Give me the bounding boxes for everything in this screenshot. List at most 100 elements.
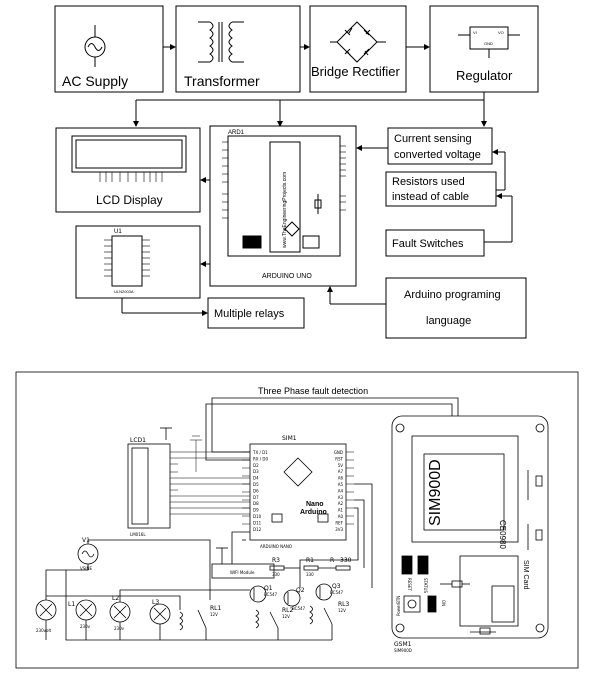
- nano-pin-right-label: 5V: [338, 463, 344, 468]
- reset-button[interactable]: [401, 555, 413, 575]
- relay-rl3-rating: 12V: [338, 608, 346, 613]
- relay-driver-ref: U1: [114, 229, 122, 235]
- schematic-title: Three Phase fault detection: [258, 386, 368, 396]
- power-label: PowerBTN: [396, 596, 401, 616]
- transistor-q2: [283, 589, 301, 607]
- nano-label-2: Arduino: [300, 509, 327, 516]
- nano-pin-right-label: REF: [335, 520, 343, 525]
- resistor-r3: [269, 565, 285, 571]
- arduino-uno-block: [209, 125, 357, 287]
- sim900d-chip: [411, 435, 519, 543]
- arduino-prog-text-2: language: [426, 315, 471, 327]
- lamp-l2: [109, 601, 131, 623]
- transistor-q3: [315, 583, 333, 601]
- current-sensing-text-2: converted voltage: [394, 149, 481, 161]
- v1-ref: V1: [82, 537, 90, 544]
- relay-rl2: [255, 609, 279, 640]
- relay-rl1-ref: RL1: [210, 605, 222, 612]
- ce-mark-label: CE0980: [498, 520, 507, 549]
- ac-supply-label: AC Supply: [62, 73, 128, 89]
- block-diagram: [54, 5, 539, 339]
- schematic-frame: [15, 371, 579, 669]
- resistors-text-2: instead of cable: [392, 191, 469, 203]
- lamp-left-rating: 230volt: [36, 628, 52, 633]
- nano-pin-left-label: D6: [253, 488, 259, 493]
- sim-card-label: SIM Card: [522, 560, 529, 590]
- nano-pin-right-label: A0: [338, 514, 344, 519]
- nano-pin-left-label: D5: [253, 482, 259, 487]
- resistors-block: [385, 171, 497, 207]
- lamp-l2-rating: 230v: [114, 626, 125, 631]
- transistor-q1-part: BC547: [264, 592, 278, 597]
- transistor-q3-part: BC547: [330, 590, 344, 595]
- lcd1-ref: LCD1: [130, 437, 146, 444]
- relay-rl3-ref: RL3: [338, 601, 350, 608]
- lcd-display-block: [55, 127, 201, 213]
- status-led: [417, 555, 429, 575]
- power-button[interactable]: [403, 595, 421, 613]
- resistor-r1: [303, 565, 319, 571]
- fault-switches-label: Fault Switches: [392, 238, 464, 250]
- nano-pin-right-label: GND: [334, 450, 343, 455]
- bridge-rectifier-label: Bridge Rectifier: [311, 64, 401, 79]
- gsm-part: SIM900D: [394, 648, 412, 653]
- resistor-r-value: 330: [340, 557, 352, 564]
- lamp-l3-ref: L3: [152, 599, 159, 606]
- nano-pin-right-label: A2: [338, 501, 344, 506]
- resistor-r1-ref: R1: [306, 557, 314, 564]
- transistor-q3-ref: Q3: [332, 583, 341, 590]
- regulator-label: Regulator: [456, 68, 513, 83]
- multiple-relays-block: [207, 297, 305, 329]
- lcd1-module: [127, 443, 171, 529]
- lamp-l1-rating: 230v: [80, 624, 91, 629]
- arduino-site-text: www.TheEngineeringProjects.com: [282, 172, 288, 248]
- sim1-ref: SIM1: [282, 435, 297, 442]
- on-label: ON: [441, 600, 446, 606]
- fault-switches-block: [385, 229, 485, 257]
- transistor-q2-part: BC547: [292, 606, 306, 611]
- multiple-relays-label: Multiple relays: [214, 308, 285, 320]
- lamp-l1-left: [35, 599, 57, 621]
- sim-card-slot: [459, 555, 519, 627]
- reset-label: RESET: [407, 578, 412, 591]
- nano-pin-right-label: 3V3: [335, 527, 343, 532]
- arduino-prog-text-1: Arduino programing: [404, 289, 501, 301]
- nano-caption: ARDUINO NANO: [260, 544, 292, 549]
- nano-label-1: Nano: [306, 501, 324, 508]
- ac-supply-block: [54, 5, 164, 93]
- nano-pin-left-label: D8: [253, 501, 259, 506]
- resistor-r3-value: 330: [272, 572, 280, 577]
- bridge-rectifier-icon: [330, 21, 386, 63]
- resistor-r3-ref: R3: [272, 557, 280, 564]
- lcd-display-label: LCD Display: [96, 193, 163, 207]
- nano-pin-left-label: D7: [253, 495, 259, 500]
- current-sensing-block: [387, 127, 493, 165]
- sim900d-chip-label: SIM900D: [427, 459, 444, 526]
- transistor-q2-ref: Q2: [296, 587, 305, 594]
- resistor-r1-value: 330: [306, 572, 314, 577]
- nano-pin-right-label: A3: [338, 495, 344, 500]
- relay-rl1: [179, 609, 207, 640]
- v1-part: VSINE: [80, 566, 92, 571]
- nano-pin-left-label: D10: [253, 514, 262, 519]
- lamp-l1-ref: L1: [68, 601, 75, 608]
- relay-rl3: [309, 605, 333, 640]
- svg-text:GND: GND: [484, 41, 493, 46]
- transformer-icon: [198, 21, 244, 63]
- arduino-caption: ARDUINO UNO: [262, 273, 312, 280]
- status-label: STATUS: [423, 578, 428, 593]
- nano-pin-right-label: A7: [338, 469, 344, 474]
- relay-driver-part: ULN2003A: [114, 289, 134, 294]
- relay-rl1-rating: 12V: [210, 612, 218, 617]
- nano-pin-left-label: RX / D0: [253, 456, 268, 461]
- nano-pin-left-label: D4: [253, 476, 259, 481]
- nano-pin-left-label: D9: [253, 508, 259, 513]
- lcd-screen: [71, 135, 187, 173]
- resistor-r-ref: R: [330, 557, 334, 564]
- wifi-module: [211, 563, 275, 579]
- nano-pin-left-label: D2: [253, 463, 259, 468]
- gsm-module: [391, 415, 549, 639]
- wifi-module-label: WIFI Module: [230, 570, 255, 575]
- nano-pin-left-label: D11: [253, 520, 262, 525]
